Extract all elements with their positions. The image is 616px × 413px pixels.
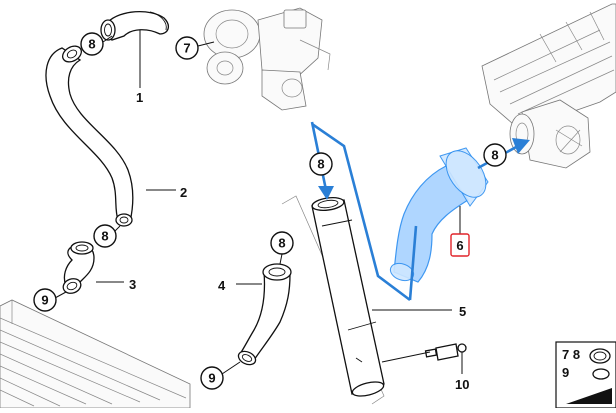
turbocharger-ghost (203, 7, 331, 111)
part-5-pipe[interactable] (281, 195, 452, 405)
label-3: 3 (129, 277, 136, 292)
part-1-hose[interactable] (100, 10, 170, 88)
part-2-hose[interactable] (45, 43, 176, 227)
throttle-body-ghost (509, 99, 591, 169)
callout-8-right[interactable]: 8 (483, 143, 507, 167)
label-4: 4 (218, 278, 226, 293)
intake-manifold-ghost (481, 3, 616, 131)
plain-labels: 1 2 3 4 5 10 (129, 90, 469, 392)
callout-8-top[interactable]: 8 (80, 32, 113, 56)
callout-9-center[interactable]: 9 (200, 361, 241, 390)
airflow-arrow-path (310, 121, 530, 302)
legend-line-1: 7 8 (562, 347, 580, 362)
legend-line-2: 9 (562, 365, 569, 380)
clamp-legend-box[interactable] (555, 341, 616, 409)
svg-text:8: 8 (88, 37, 95, 52)
callout-8-center[interactable]: 8 (270, 231, 294, 265)
svg-text:7: 7 (183, 41, 190, 56)
svg-text:8: 8 (101, 229, 108, 244)
part-10-sensor[interactable] (381, 343, 467, 374)
svg-text:6: 6 (456, 238, 463, 253)
callout-9-left[interactable]: 9 (33, 288, 67, 312)
svg-text:8: 8 (491, 148, 498, 163)
label-10: 10 (455, 377, 469, 392)
label-1: 1 (136, 90, 143, 105)
label-6-selected[interactable]: 6 (450, 233, 470, 257)
svg-text:9: 9 (208, 371, 215, 386)
part-6-hose-highlighted[interactable] (388, 144, 494, 284)
label-2: 2 (180, 185, 187, 200)
legend-box-text: 7 8 9 (562, 347, 580, 380)
svg-text:9: 9 (41, 293, 48, 308)
part-3-hose[interactable] (61, 241, 124, 296)
part-4-hose[interactable] (236, 263, 292, 367)
intercooler-ghost (0, 299, 191, 409)
callout-8-pipe-top[interactable]: 8 (309, 152, 333, 176)
svg-text:8: 8 (317, 157, 324, 172)
label-5: 5 (459, 304, 466, 319)
svg-text:8: 8 (278, 236, 285, 251)
callout-7[interactable]: 7 (175, 36, 215, 60)
callout-8-left-middle[interactable]: 8 (93, 224, 121, 248)
